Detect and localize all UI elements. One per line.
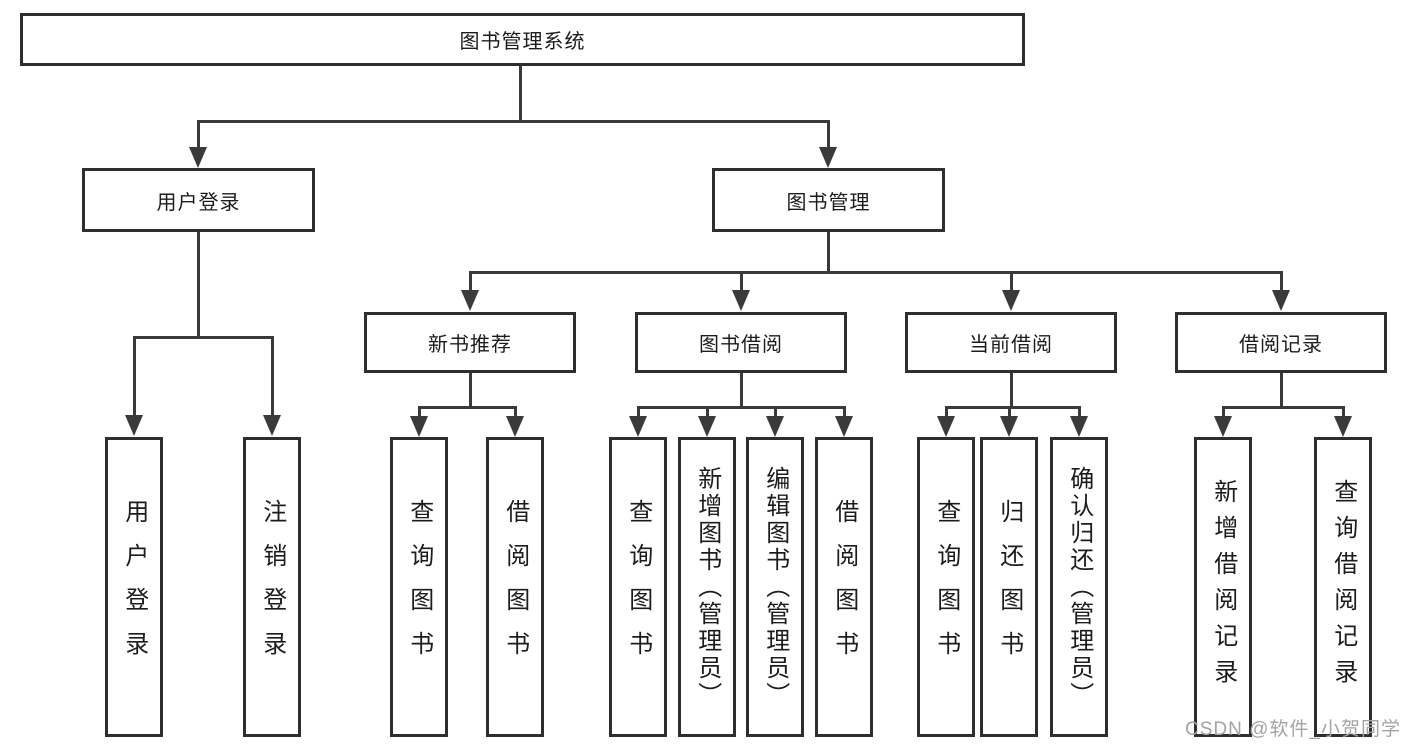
arrowhead-down-icon	[835, 416, 853, 437]
connector-to-book-borrowing	[740, 271, 743, 290]
node-current-borrowing: 当前借阅	[905, 312, 1117, 373]
leaf-label: 查询图书	[405, 499, 433, 675]
connector-book-borrowing-stub	[740, 373, 743, 409]
leaf-query-books-current: 查询图书	[917, 437, 975, 737]
arrowhead-down-icon	[732, 290, 750, 311]
connector-current-borrowing-rail	[945, 406, 1081, 409]
connector-to-book-management	[827, 120, 830, 148]
connector-level2-rail	[197, 120, 830, 123]
arrowhead-down-icon	[125, 415, 143, 436]
connector-leaf	[1008, 406, 1011, 417]
leaf-label: 归还图书	[995, 499, 1023, 675]
node-label: 图书管理	[786, 191, 871, 214]
connector-leaf	[1222, 406, 1225, 417]
connector-user-login-rail	[133, 336, 274, 339]
leaf-confirm-return-admin: 确认归还（管理员）	[1050, 437, 1108, 737]
node-library-management-system: 图书管理系统	[20, 13, 1025, 66]
node-new-book-recommendation: 新书推荐	[364, 312, 576, 373]
leaf-label: 新增图书（管理员）	[693, 465, 721, 709]
connector-leaf	[637, 406, 640, 417]
leaf-add-books-admin: 新增图书（管理员）	[678, 437, 736, 737]
connector-to-user-login	[197, 120, 200, 148]
connector-leaf	[514, 406, 517, 417]
leaf-query-books-recommend: 查询图书	[390, 437, 448, 737]
connector-new-book-rail	[418, 406, 517, 409]
connector-book-management-trunk	[827, 232, 830, 274]
leaf-label: 新增借阅记录	[1209, 479, 1237, 695]
connector-to-leaf-user-login	[133, 336, 136, 415]
connector-user-login-trunk	[197, 232, 200, 339]
arrowhead-down-icon	[263, 415, 281, 436]
leaf-borrow-books-recommend: 借阅图书	[486, 437, 544, 737]
arrowhead-down-icon	[189, 147, 207, 168]
leaf-borrow-books: 借阅图书	[815, 437, 873, 737]
arrowhead-down-icon	[698, 416, 716, 437]
connector-leaf	[843, 406, 846, 417]
connector-leaf	[1078, 406, 1081, 417]
connector-current-borrowing-stub	[1010, 373, 1013, 409]
connector-leaf	[945, 406, 948, 417]
arrowhead-down-icon	[819, 147, 837, 168]
arrowhead-down-icon	[1002, 290, 1020, 311]
arrowhead-down-icon	[410, 416, 428, 437]
leaf-edit-books-admin: 编辑图书（管理员）	[746, 437, 804, 737]
arrowhead-down-icon	[1214, 416, 1232, 437]
arrowhead-down-icon	[766, 416, 784, 437]
arrowhead-down-icon	[1000, 416, 1018, 437]
node-label: 图书管理系统	[459, 31, 586, 53]
connector-leaf	[706, 406, 709, 417]
arrowhead-down-icon	[506, 416, 524, 437]
arrowhead-down-icon	[1334, 416, 1352, 437]
node-borrowing-records: 借阅记录	[1175, 312, 1387, 373]
leaf-label: 编辑图书（管理员）	[761, 465, 789, 709]
connector-leaf	[418, 406, 421, 417]
connector-to-leaf-logout	[271, 336, 274, 415]
leaf-logout: 注销登录	[243, 437, 301, 737]
node-label: 新书推荐	[428, 334, 512, 356]
arrowhead-down-icon	[1272, 290, 1290, 311]
connector-new-book-stub	[469, 373, 472, 409]
leaf-label: 查询图书	[624, 499, 652, 675]
connector-book-borrowing-rail	[637, 406, 846, 409]
leaf-query-books-borrowing: 查询图书	[609, 437, 667, 737]
connector-to-current-borrowing	[1010, 271, 1013, 290]
leaf-label: 借阅图书	[830, 499, 858, 675]
connector-leaf	[1342, 406, 1345, 417]
connector-root-trunk	[519, 66, 522, 120]
node-book-borrowing: 图书借阅	[635, 312, 847, 373]
arrowhead-down-icon	[1070, 416, 1088, 437]
connector-borrowing-records-stub	[1280, 373, 1283, 409]
connector-level3-rail	[469, 271, 1283, 274]
csdn-watermark: CSDN @软件_小贺同学	[1185, 719, 1401, 740]
node-book-management: 图书管理	[712, 168, 945, 232]
leaf-query-borrow-record: 查询借阅记录	[1314, 437, 1372, 737]
leaf-label: 借阅图书	[501, 499, 529, 675]
leaf-label: 查询借阅记录	[1329, 479, 1357, 695]
leaf-label: 查询图书	[932, 499, 960, 675]
leaf-user-login: 用户登录	[105, 437, 163, 737]
leaf-label: 注销登录	[258, 499, 286, 675]
leaf-add-borrow-record: 新增借阅记录	[1194, 437, 1252, 737]
connector-leaf	[774, 406, 777, 417]
leaf-label: 确认归还（管理员）	[1065, 465, 1093, 709]
node-label: 借阅记录	[1239, 334, 1323, 356]
arrowhead-down-icon	[629, 416, 647, 437]
connector-to-new-book	[469, 271, 472, 290]
node-label: 图书借阅	[699, 334, 783, 356]
arrowhead-down-icon	[937, 416, 955, 437]
node-label: 用户登录	[156, 191, 241, 214]
node-user-login: 用户登录	[82, 168, 315, 232]
leaf-return-books: 归还图书	[980, 437, 1038, 737]
connector-borrowing-records-rail	[1222, 406, 1345, 409]
arrowhead-down-icon	[461, 290, 479, 311]
node-label: 当前借阅	[969, 334, 1053, 356]
connector-to-borrowing-records	[1280, 271, 1283, 290]
leaf-label: 用户登录	[120, 499, 148, 675]
